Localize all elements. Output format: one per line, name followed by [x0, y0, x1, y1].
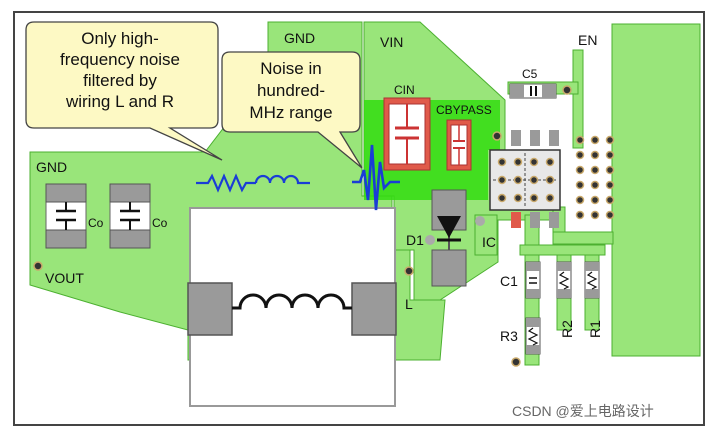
label-cin: CIN [394, 83, 415, 97]
inductor-coil-symbol [232, 293, 352, 310]
callout-noise-line2: hundred- [257, 81, 325, 100]
label-r3: R3 [500, 328, 518, 344]
single-vias [33, 85, 572, 367]
label-co-2: Co [152, 216, 168, 230]
noise-spike-symbol [352, 144, 400, 211]
label-r2: R2 [559, 320, 575, 338]
bypass-capacitor [446, 119, 472, 171]
callout-noise-line3: MHz range [249, 103, 332, 122]
label-gnd-left: GND [36, 159, 67, 175]
callout-wiring-line3: filtered by [83, 71, 157, 90]
wiring-impedance-symbol [196, 173, 310, 193]
label-l: L [405, 296, 413, 312]
label-gnd-top: GND [284, 30, 315, 46]
capacitor-c1 [525, 261, 541, 299]
resistor-r1 [584, 261, 600, 299]
callout-wiring-filter: Only high- frequency noise filtered by w… [25, 21, 223, 161]
label-cbypass: CBYPASS [436, 103, 492, 117]
thermal-via-array [575, 135, 615, 220]
label-vin: VIN [380, 34, 403, 50]
label-r1: R1 [587, 320, 603, 338]
callout-wiring-line1: Only high- [81, 29, 158, 48]
callout-wiring-line2: frequency noise [60, 50, 180, 69]
capacitor-c5 [509, 83, 557, 99]
ic-footprint [489, 130, 561, 228]
callout-noise-range: Noise in hundred- MHz range [221, 51, 363, 169]
right-copper-plane [611, 23, 701, 357]
label-d1: D1 [406, 232, 424, 248]
inductor-pad-right [351, 282, 397, 336]
watermark: CSDN @爱上电路设计 [512, 403, 654, 419]
diode-d1 [425, 189, 485, 287]
label-c1: C1 [500, 273, 518, 289]
label-ic: IC [482, 234, 496, 250]
inductor-pad-left [187, 282, 233, 336]
input-capacitor-cin [383, 97, 431, 171]
label-en: EN [578, 32, 597, 48]
label-c5: C5 [522, 67, 538, 81]
label-co-1: Co [88, 216, 104, 230]
callout-noise-line1: Noise in [260, 59, 321, 78]
callout-wiring-line4: wiring L and R [65, 92, 174, 111]
resistor-r3 [525, 317, 541, 355]
resistor-r2 [556, 261, 572, 299]
output-capacitor-2 [109, 183, 151, 249]
label-vout: VOUT [45, 270, 84, 286]
output-capacitor-1 [45, 183, 87, 249]
